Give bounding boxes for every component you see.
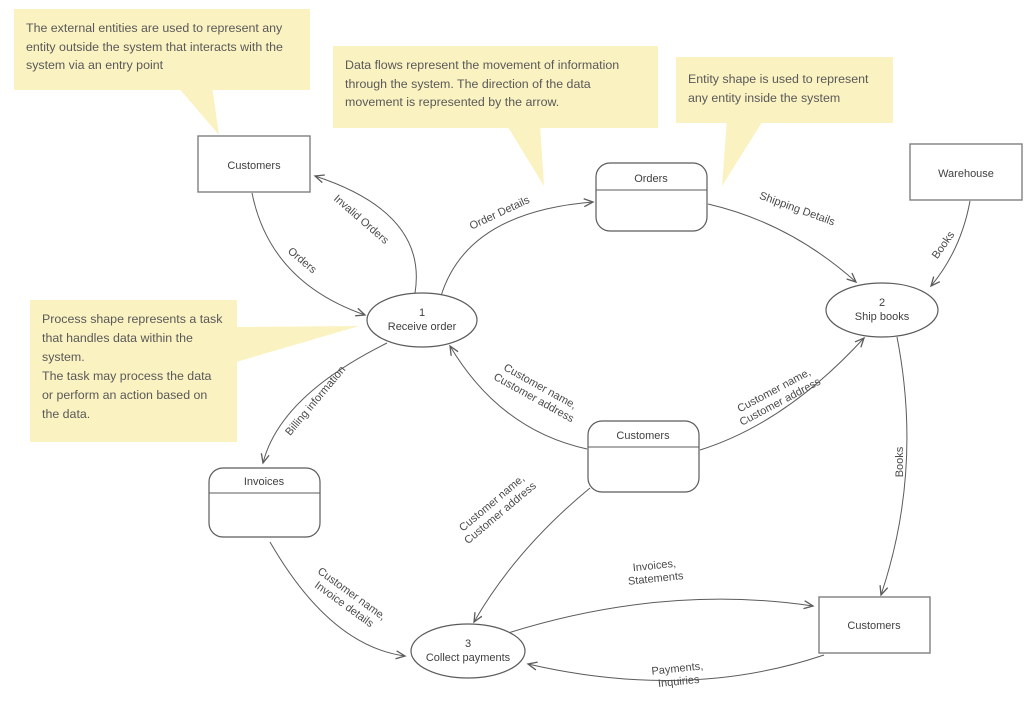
store-orders-box <box>595 162 708 232</box>
callout-entity-shape: Entity shape is used to represent any en… <box>676 57 893 123</box>
process-collect-payments-label: Collect payments <box>426 652 511 664</box>
flow-invoice-details-arrow <box>269 541 405 656</box>
flow-orders-arrow <box>251 192 365 315</box>
entity-customers-bottom <box>818 596 931 654</box>
callout-entity-shape-text: Entity shape is used to represent any en… <box>688 72 869 105</box>
process-collect-payments-number: 3 <box>465 638 471 650</box>
callout-process-shape: Process shape represents a task that han… <box>30 300 237 442</box>
callout-external-entities: The external entities are used to repres… <box>14 9 310 90</box>
flow-label-invoices-line: Invoices, <box>632 558 676 574</box>
entity-warehouse-label: Warehouse <box>938 168 994 180</box>
process-ship-books: 2 Ship books <box>825 282 939 338</box>
flow-label-customer-info-ship: Customer name, Customer address <box>735 366 823 428</box>
callout-data-flows: Data flows represent the movement of inf… <box>333 46 658 128</box>
flow-label-billing-information: Billing information <box>283 364 348 438</box>
flow-books-ship-arrow <box>881 336 908 595</box>
store-invoices-box <box>208 467 321 538</box>
store-orders-label: Orders <box>634 173 668 185</box>
flow-customer-info-to-collect-arrow <box>474 487 591 622</box>
flow-invoices-statements-arrow <box>507 598 813 634</box>
flow-label-statements-line: Statements <box>627 570 684 588</box>
flow-billing-information-arrow <box>263 342 388 463</box>
process-ship-books-shape <box>825 282 939 338</box>
entity-warehouse <box>909 143 1023 201</box>
flow-customer-info-to-receive-arrow <box>450 346 588 450</box>
store-customers-box <box>587 420 700 493</box>
flow-label-invalid-orders: Invalid Orders <box>331 193 391 247</box>
flow-label-payments-inquiries: Payments, Inquiries <box>651 660 704 690</box>
callout-tail-entity-shape <box>722 119 764 186</box>
flow-books-warehouse-arrow <box>931 200 971 286</box>
process-ship-books-label: Ship books <box>855 311 910 323</box>
flow-label-payments-line: Payments, <box>651 660 704 677</box>
flow-order-details-arrow <box>440 202 593 297</box>
process-receive-order-shape <box>366 292 478 348</box>
process-receive-order-label: Receive order <box>388 321 457 333</box>
flow-label-shipping-details: Shipping Details <box>758 190 837 229</box>
flow-label-books-warehouse: Books <box>930 229 958 261</box>
callout-tail-process-shape <box>236 326 359 362</box>
callout-external-entities-text: The external entities are used to repres… <box>26 21 283 72</box>
entity-customers-bottom-label: Customers <box>847 620 901 632</box>
process-ship-books-number: 2 <box>879 297 885 309</box>
flow-shipping-details-arrow <box>707 203 856 282</box>
flow-label-orders: Orders <box>285 245 319 276</box>
flow-label-order-details: Order Details <box>468 194 532 232</box>
callout-tail-external-entities <box>177 86 219 135</box>
store-orders: Orders <box>595 162 708 232</box>
flow-label-books-ship: Books <box>894 446 906 477</box>
process-collect-payments-shape <box>410 623 526 679</box>
flow-payments-inquiries-arrow <box>528 654 825 681</box>
entity-customers-top-label: Customers <box>227 160 281 172</box>
entity-customers-top <box>197 135 311 193</box>
store-invoices-label: Invoices <box>244 476 285 488</box>
process-receive-order: 1 Receive order <box>366 292 478 348</box>
flow-label-invoices-statements: Invoices, Statements <box>627 558 684 588</box>
flow-label-customer-info-receive: Customer name, Customer address <box>491 362 578 426</box>
callout-tail-data-flows <box>506 124 544 186</box>
flow-customer-info-to-ship-arrow <box>699 338 864 451</box>
flow-label-invoice-details: Customer name, Invoice details <box>312 565 388 630</box>
flow-invalid-orders-arrow <box>315 176 417 294</box>
callout-data-flows-text: Data flows represent the movement of inf… <box>345 58 620 109</box>
callout-process-shape-text-2: The task may process the data or perform… <box>42 369 212 421</box>
flow-label-inquiries-line: Inquiries <box>657 674 700 690</box>
process-receive-order-number: 1 <box>419 307 425 319</box>
store-customers: Customers <box>587 420 700 493</box>
flow-label-customer-info-collect: Customer name, Customer address <box>457 473 539 547</box>
callout-process-shape-text-1: Process shape represents a task that han… <box>42 312 223 364</box>
store-customers-label: Customers <box>616 430 670 442</box>
store-invoices: Invoices <box>208 467 321 538</box>
process-collect-payments: 3 Collect payments <box>410 623 526 679</box>
